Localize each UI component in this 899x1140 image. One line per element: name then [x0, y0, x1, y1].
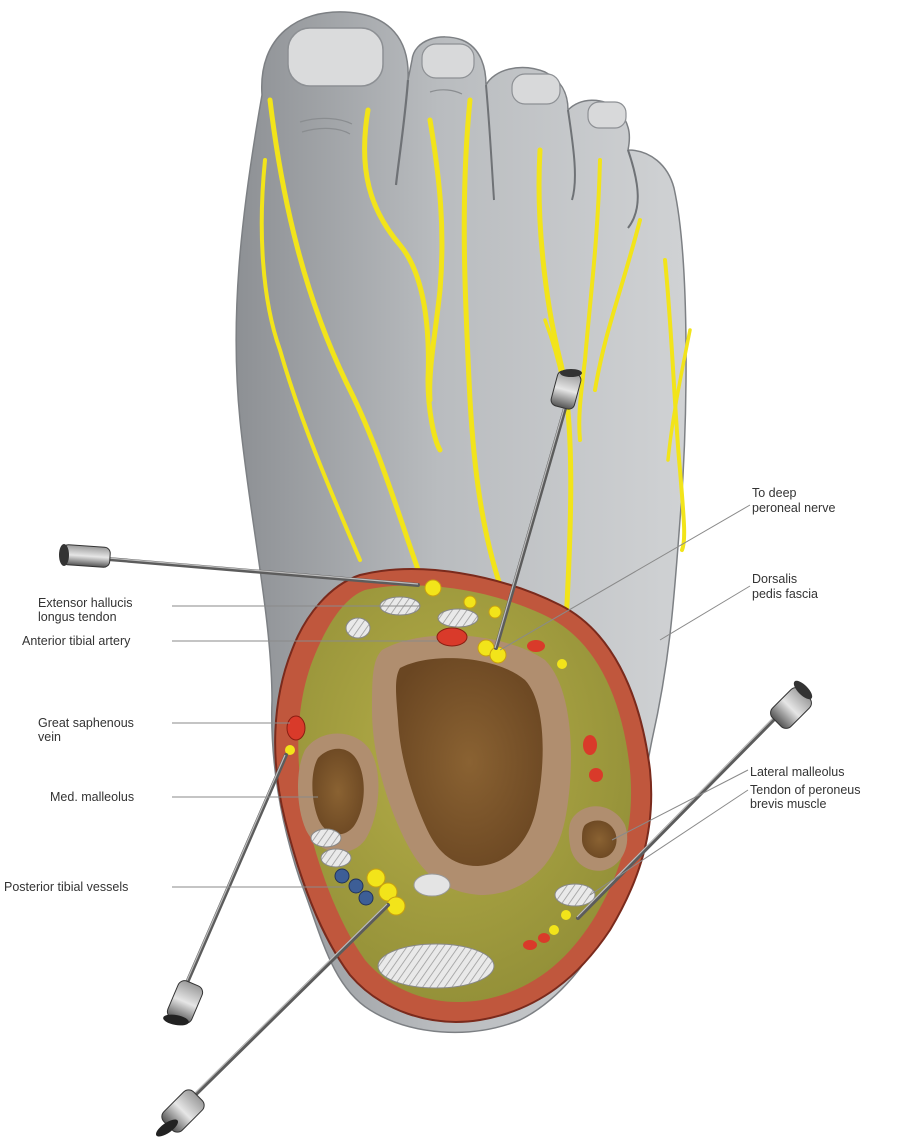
great-saphenous-vein-dot	[287, 716, 305, 740]
deep-peroneal-nerve-dot-2	[490, 647, 506, 663]
tendon-anterior-2	[346, 618, 370, 638]
nerve-dot-2	[464, 596, 476, 608]
big-toenail	[288, 28, 383, 86]
label-great-saphenous-vein: Great saphenous vein	[38, 716, 137, 744]
small-vessel-anterior	[527, 640, 545, 652]
posterior-tibial-nerve-1	[367, 869, 385, 887]
achilles-tendon	[378, 944, 494, 988]
small-saphenous-vessel-1	[523, 940, 537, 950]
lateral-vessel-2	[589, 768, 603, 782]
toenail-2	[422, 44, 474, 78]
label-to-deep-peroneal-nerve: To deep peroneal nerve	[752, 486, 835, 515]
posterior-tibial-vein-1	[335, 869, 349, 883]
label-lateral-malleolus: Lateral malleolus	[750, 765, 845, 779]
nerve-dot-3	[489, 606, 501, 618]
label-tendon-of-peroneus-brevis-muscle: Tendon of peroneus brevis muscle	[750, 783, 864, 811]
tendon-posterior-3	[414, 874, 450, 896]
posterior-tibial-vein-2	[349, 879, 363, 893]
sural-nerve-dot-2	[561, 910, 571, 920]
tendon-posterior-2	[321, 849, 351, 867]
toenail-4	[588, 102, 626, 128]
nerve-dot-1	[425, 580, 441, 596]
posterior-tibial-vein-3	[359, 891, 373, 905]
label-dorsalis-pedis-fascia: Dorsalis pedis fascia	[752, 572, 818, 601]
small-saphenous-vessel-2	[538, 933, 550, 943]
lateral-vessel-1	[583, 735, 597, 755]
tendon-posterior-1	[311, 829, 341, 847]
toenail-3	[512, 74, 560, 104]
tendon-peroneus-brevis	[555, 884, 595, 906]
nerve-dot-4	[557, 659, 567, 669]
needle-saphenous	[162, 755, 286, 1027]
label-anterior-tibial-artery: Anterior tibial artery	[22, 634, 131, 648]
medial-malleolus-marrow	[312, 749, 363, 835]
sural-nerve-dot-1	[549, 925, 559, 935]
label-extensor-hallucis-longus-tendon: Extensor hallucis longus tendon	[38, 596, 136, 624]
tendon-anterior-3	[438, 609, 478, 627]
anterior-tibial-artery-dot	[437, 628, 467, 646]
label-med-malleolus: Med. malleolus	[50, 790, 134, 804]
label-posterior-tibial-vessels: Posterior tibial vessels	[4, 880, 128, 894]
